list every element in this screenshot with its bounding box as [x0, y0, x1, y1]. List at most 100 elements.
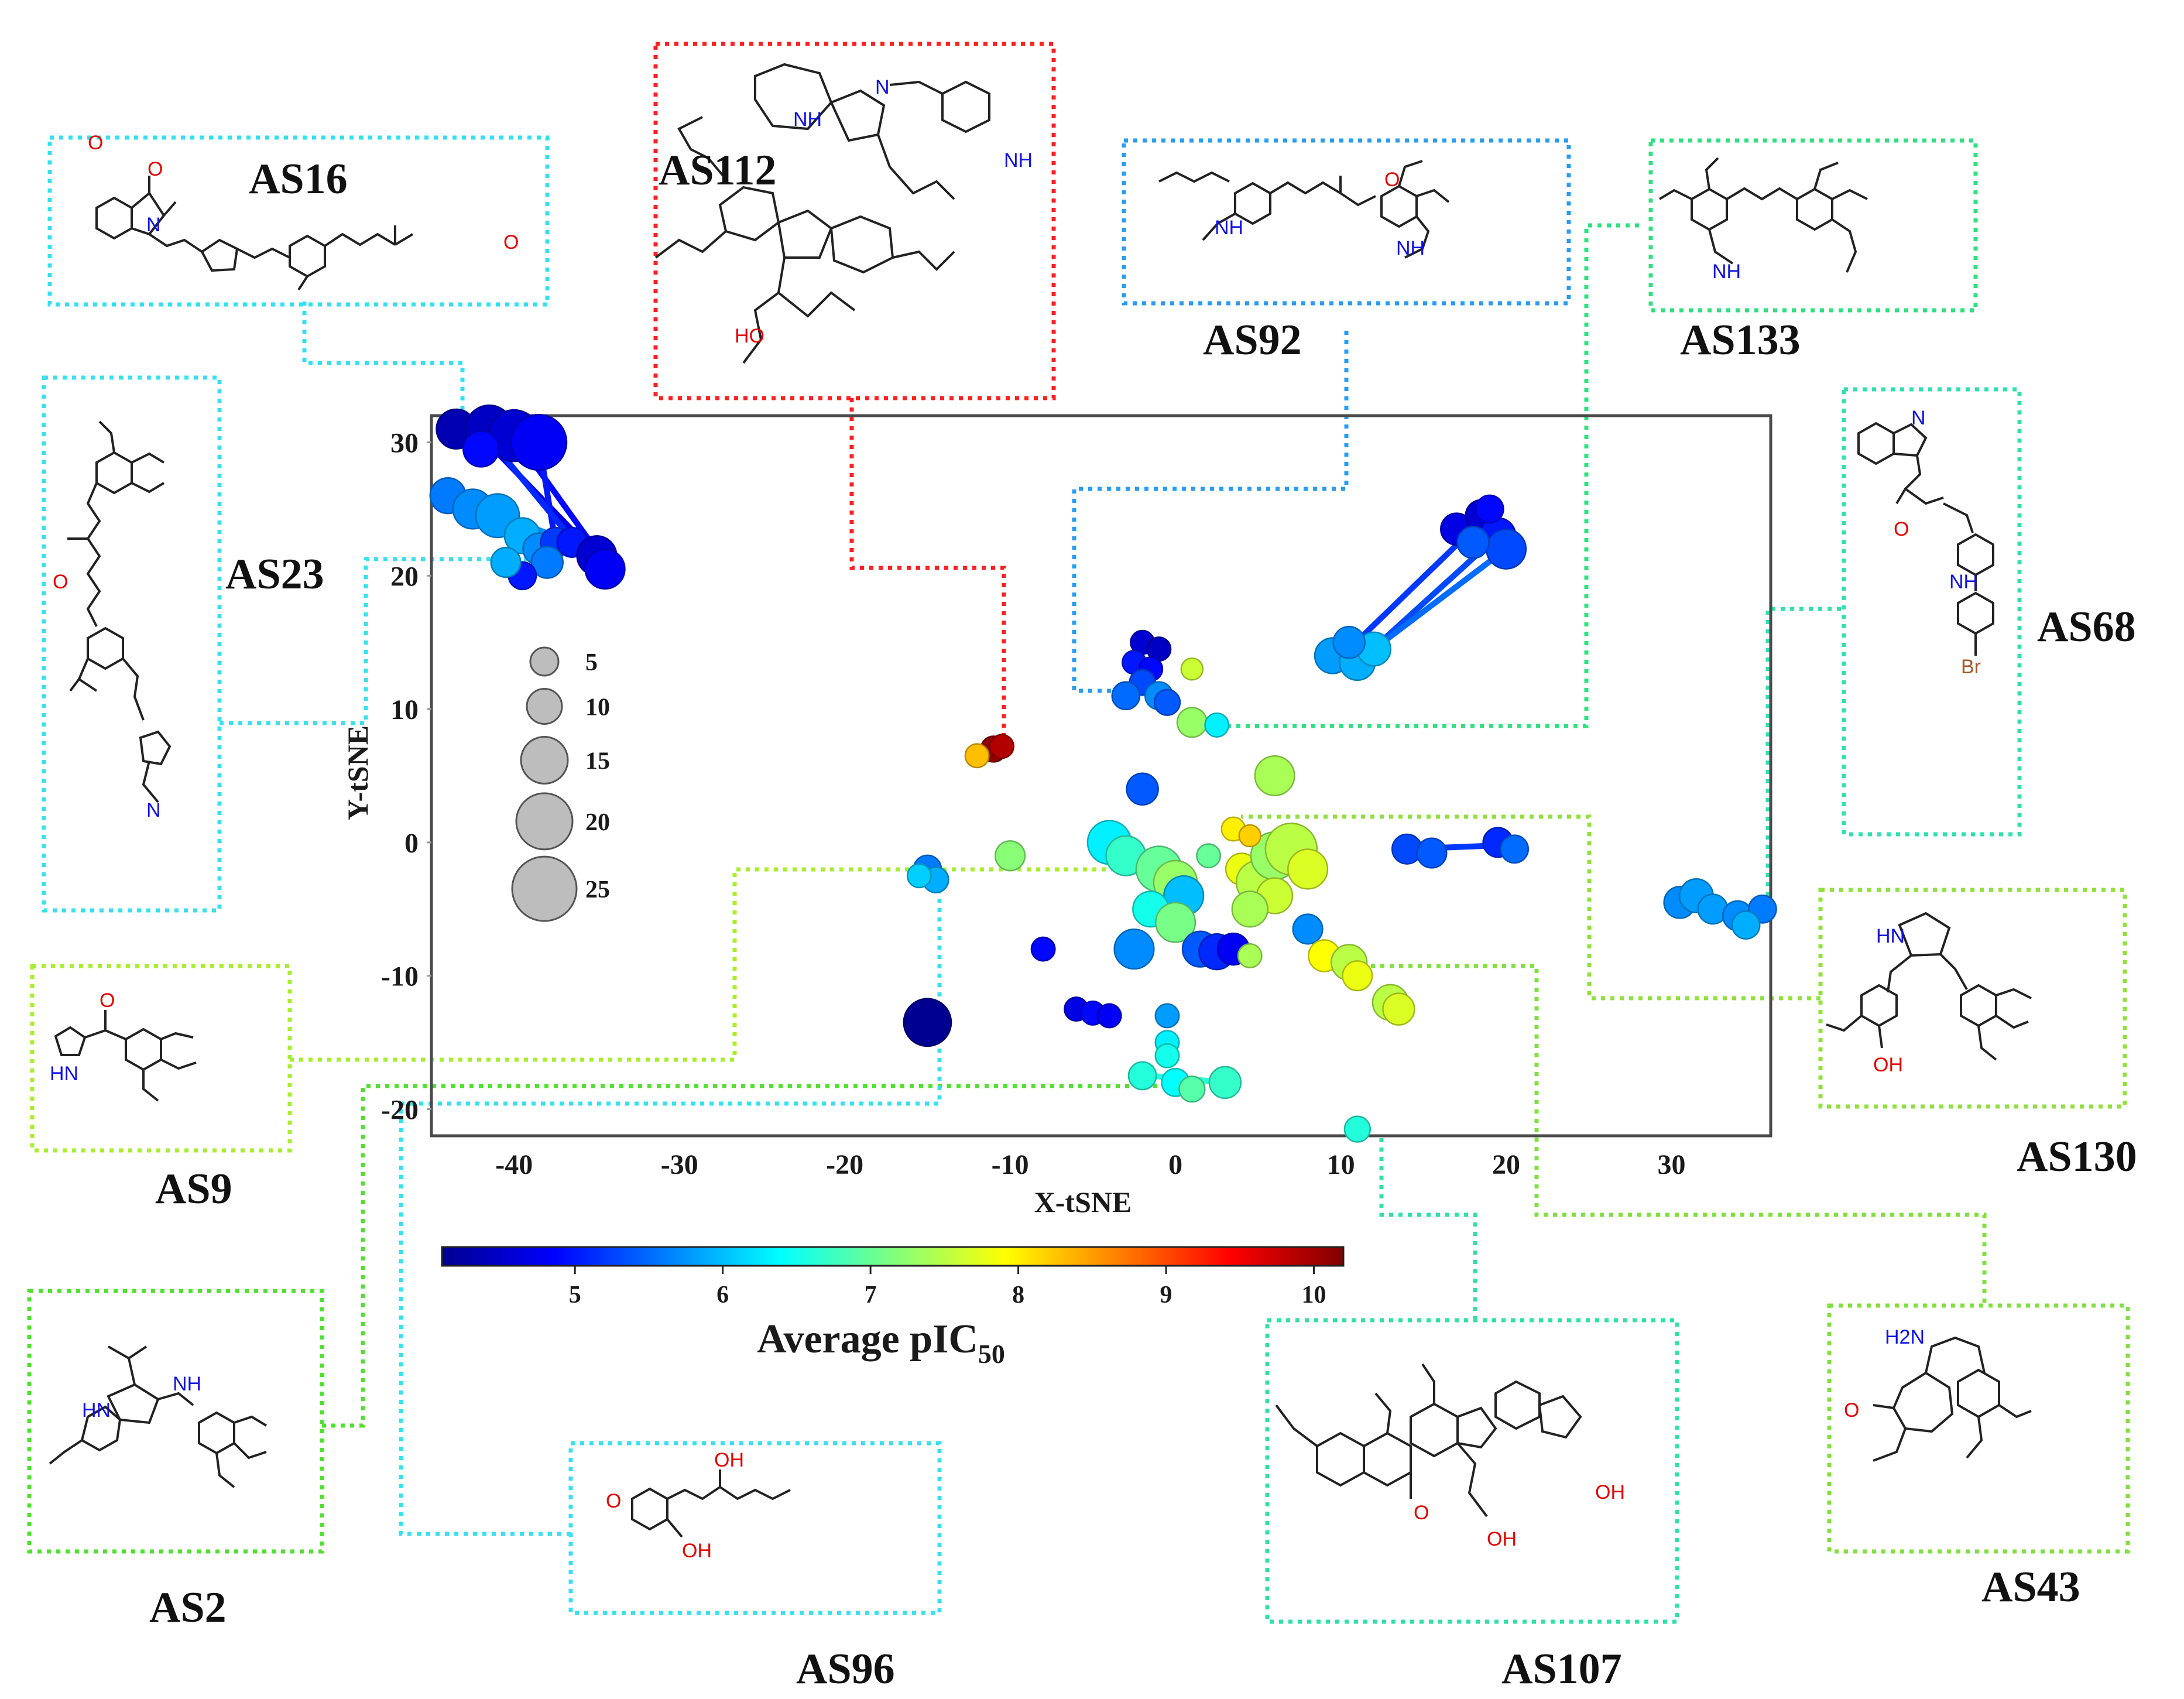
- scatter-point: [989, 734, 1014, 759]
- compound-box-as107: [1265, 1318, 1679, 1624]
- scatter-point: [1287, 848, 1329, 890]
- scatter-point: [1178, 1075, 1206, 1103]
- structure-as16: [95, 176, 414, 291]
- cluster-links: [461, 433, 1757, 1085]
- scatter-point: [490, 547, 522, 578]
- size-legend-marker: [526, 688, 563, 725]
- connector-as112: [849, 398, 1006, 735]
- y-tick-label: -20: [381, 1094, 419, 1125]
- scatter-point: [903, 998, 952, 1047]
- atom-label-as68-br: Br: [1961, 656, 1981, 678]
- size-legend-marker: [515, 792, 574, 851]
- structure-as130: [1826, 912, 2032, 1061]
- colorbar-tick-label: 10: [1302, 1282, 1326, 1308]
- colorbar-tick-label: 9: [1160, 1282, 1172, 1308]
- structure-as92: [1158, 160, 1450, 259]
- connector-as107: [1379, 1136, 1477, 1320]
- x-tick-label: 10: [1327, 1149, 1355, 1180]
- x-tick-label: 20: [1492, 1149, 1520, 1180]
- atom-label-as23-o: O: [53, 571, 68, 593]
- atom-label-as133-nh: NH: [1712, 261, 1741, 283]
- structure-as96: [631, 1470, 791, 1538]
- connector-as23: [220, 557, 539, 725]
- atom-label-as130-oh: OH: [1873, 1054, 1903, 1076]
- atom-label-as16-n: N: [146, 214, 161, 236]
- compound-box-as9: [30, 964, 292, 1153]
- scatter-point: [1154, 1003, 1180, 1029]
- x-tick-label: 30: [1658, 1149, 1686, 1180]
- connector-as2: [322, 1084, 1162, 1428]
- compound-label-as133: AS133: [1680, 316, 1801, 364]
- atom-label-as2-h: NH: [173, 1373, 201, 1395]
- compound-box-as92: [1122, 138, 1571, 306]
- connector-as130: [1241, 814, 1820, 1001]
- colorbar: [441, 1246, 1345, 1267]
- atom-label-as68-nh: NH: [1949, 571, 1978, 593]
- x-tick-label: 0: [1168, 1149, 1182, 1180]
- scatter-point: [1153, 688, 1181, 716]
- scatter-point: [1113, 929, 1155, 970]
- y-tick-label: -10: [381, 961, 419, 992]
- cluster-link: [1346, 526, 1476, 652]
- scatter-point: [1127, 1061, 1157, 1091]
- colorbar-tick-label: 8: [1012, 1282, 1024, 1308]
- structure-as133: [1658, 157, 1868, 273]
- atom-label-as96-o: O: [606, 1490, 621, 1512]
- connector-as133: [1223, 223, 1639, 728]
- atom-label-as43-h2n: H2N: [1885, 1326, 1925, 1348]
- scatter-point: [1485, 528, 1527, 570]
- atom-label-as107-oh1: OH: [1487, 1528, 1517, 1550]
- x-axis-title: X-tSNE: [1034, 1186, 1132, 1218]
- structure-as68: [1857, 422, 1994, 656]
- scatter-point: [1096, 1003, 1122, 1029]
- size-legend-label: 25: [585, 876, 610, 903]
- x-tick-label: -30: [661, 1149, 698, 1180]
- scatter-point: [1731, 910, 1761, 940]
- compound-label-as112: AS112: [659, 146, 777, 194]
- scatter-point: [1254, 755, 1295, 797]
- compound-label-as107: AS107: [1501, 1645, 1622, 1693]
- colorbar-title: Average pIC50: [757, 1317, 1005, 1369]
- size-legend-marker: [529, 646, 560, 677]
- atom-label-as9-o: O: [100, 989, 115, 1012]
- atom-label-as112-nh2: NH: [1004, 149, 1033, 172]
- scatter-point: [1416, 837, 1448, 869]
- scatter-point: [462, 430, 500, 468]
- x-tick-label: -20: [826, 1149, 863, 1180]
- compound-box-as130: [1818, 888, 2127, 1109]
- atom-label-as92-nh: NH: [1215, 217, 1243, 239]
- scatter-point: [1155, 902, 1196, 943]
- atom-label-as68-o: O: [1894, 518, 1909, 540]
- compound-label-as92: AS92: [1203, 316, 1302, 364]
- scatter-point: [995, 840, 1026, 872]
- scatter-point: [1126, 772, 1159, 806]
- scatter-point: [1237, 943, 1263, 968]
- connector-as16: [302, 302, 465, 413]
- compound-label-as43: AS43: [1981, 1563, 2080, 1611]
- compound-box-as96: [568, 1441, 942, 1615]
- compound-label-as23: AS23: [225, 550, 324, 598]
- scatter-point: [964, 743, 990, 769]
- atom-label-as9-hn: HN: [50, 1063, 78, 1085]
- compound-box-as2: [27, 1289, 324, 1554]
- compound-label-as96: AS96: [796, 1645, 895, 1693]
- connector-as43: [1364, 964, 1987, 1303]
- atom-label-as68-n: N: [1911, 407, 1926, 429]
- atom-label-as16-o1: O: [88, 132, 103, 154]
- size-legend-marker: [520, 736, 569, 785]
- y-tick-label: 20: [390, 561, 419, 592]
- compound-label-as2: AS2: [149, 1584, 227, 1632]
- cluster-link: [1371, 546, 1510, 652]
- atom-label-as16-o2: O: [148, 158, 163, 180]
- scatter-point: [1204, 712, 1230, 738]
- scatter-point: [1180, 657, 1204, 681]
- colorbar-tick-label: 6: [716, 1282, 729, 1308]
- scatter-point: [1030, 936, 1056, 962]
- compound-label-as68: AS68: [2037, 603, 2136, 651]
- x-tick-label: -10: [992, 1149, 1029, 1180]
- connector-as92: [1072, 331, 1349, 693]
- colorbar-tick-label: 5: [569, 1282, 581, 1308]
- scatter-point: [1382, 992, 1415, 1026]
- scatter-point: [510, 413, 568, 471]
